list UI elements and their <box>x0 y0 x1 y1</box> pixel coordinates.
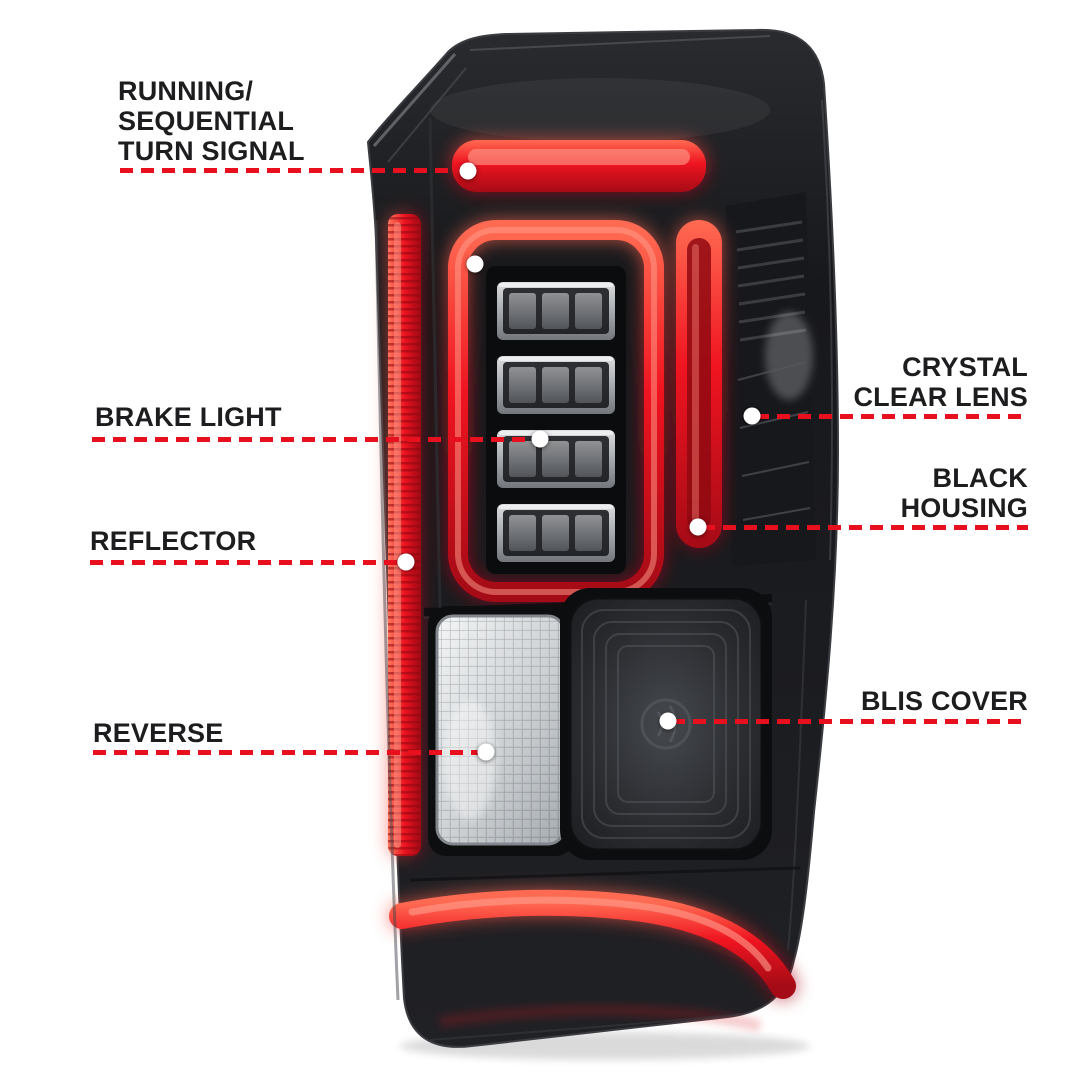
callout-brake-light: BRAKE LIGHT <box>95 402 282 432</box>
black-housing-label-line1: BLACK <box>932 463 1028 493</box>
crystal-clear-lens-marker-dot <box>743 407 761 425</box>
blis-cover-label: BLIS COVER <box>860 686 1028 716</box>
callout-turn-signal: RUNNING/ SEQUENTIAL TURN SIGNAL <box>118 76 305 166</box>
reverse-label: REVERSE <box>93 718 224 748</box>
callout-blis-cover: BLIS COVER <box>861 686 1028 716</box>
turn-signal-leader-line <box>120 168 468 173</box>
reflector-leader-line <box>90 560 404 565</box>
turn-signal-label-line2: SEQUENTIAL <box>118 106 295 136</box>
brake-light-label: BRAKE LIGHT <box>95 402 282 432</box>
black-housing-marker-dot <box>689 518 707 536</box>
callout-reverse: REVERSE <box>93 718 223 748</box>
turn-signal-marker-dot-2 <box>466 255 484 273</box>
callout-reflector: REFLECTOR <box>90 526 256 556</box>
crystal-clear-lens-label-line1: CRYSTAL <box>902 352 1028 382</box>
turn-signal-label-line3: TURN SIGNAL <box>118 136 305 166</box>
crystal-clear-lens-label-line2: CLEAR LENS <box>853 382 1028 412</box>
turn-signal-marker-dot <box>459 162 477 180</box>
blis-cover-marker-dot <box>659 712 677 730</box>
black-housing-leader-line <box>702 525 1028 530</box>
callout-crystal-clear-lens: CRYSTAL CLEAR LENS <box>853 352 1028 412</box>
black-housing-label-line2: HOUSING <box>900 493 1028 523</box>
brake-light-leader-line <box>92 437 538 442</box>
reverse-leader-line <box>93 750 484 755</box>
reflector-label: REFLECTOR <box>90 526 257 556</box>
reverse-marker-dot <box>477 743 495 761</box>
brake-light-marker-dot <box>531 430 549 448</box>
blis-cover-leader-line <box>672 719 1028 724</box>
turn-signal-label-line1: RUNNING/ <box>118 76 254 106</box>
crystal-clear-lens-leader-line <box>756 414 1028 419</box>
callout-black-housing: BLACK HOUSING <box>901 463 1028 523</box>
reflector-marker-dot <box>397 553 415 571</box>
